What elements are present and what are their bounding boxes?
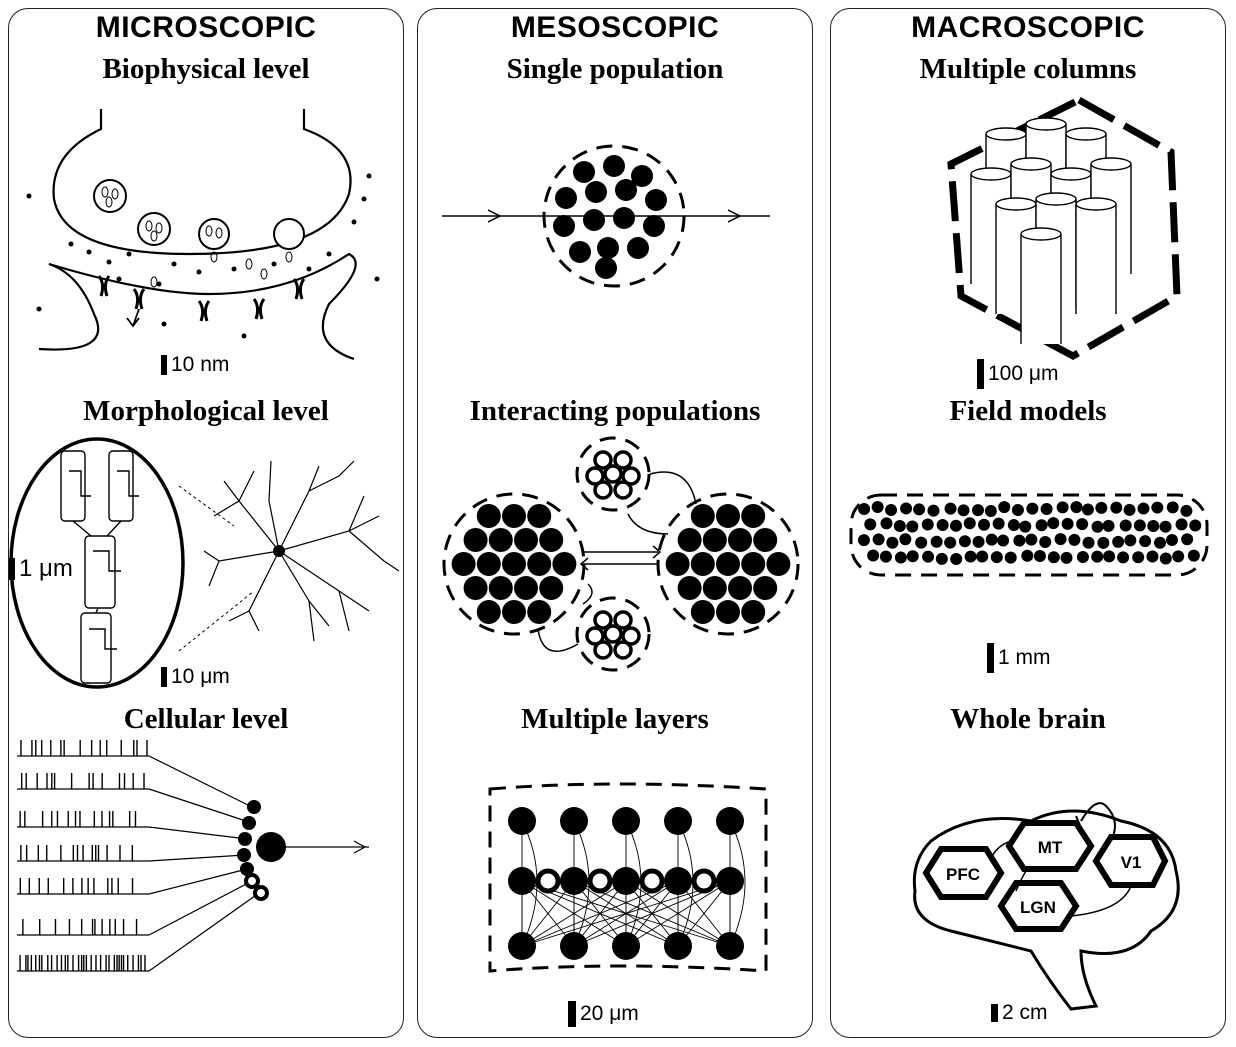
scale-bar-brain: 2 cm [991,1001,1048,1025]
panel-title-macroscopic: MACROSCOPIC [911,11,1145,44]
morphology-diagram [9,437,400,689]
region-label-mt: MT [1038,838,1063,857]
scale-bar-mark [977,359,984,389]
multiple-columns-diagram [947,96,1181,361]
panel-title-mesoscopic: MESOSCOPIC [510,11,720,44]
cellular-diagram [17,740,369,972]
interacting-populations-diagram [442,436,800,672]
scale-bar-mark [161,355,167,375]
whole-brain-diagram: PFC MT V1 LGN [912,802,1180,1011]
spike-trains [17,740,149,972]
panel-macroscopic: MACROSCOPIC Multiple columns 100 μm Fiel… [830,8,1226,1038]
region-label-lgn: LGN [1020,898,1056,917]
level-label-single-population: Single population [506,53,724,85]
scale-label-mesoscopic: 20 μm [580,1002,639,1025]
level-label-multiple-columns: Multiple columns [919,53,1137,85]
scale-bar-mark [9,558,15,580]
scale-bar-biophysical: 10 nm [161,353,229,377]
scale-label-inset: 1 μm [19,555,73,582]
multiple-layers-diagram [488,782,768,973]
region-label-v1: V1 [1121,853,1142,872]
region-lgn [997,880,1080,932]
scale-bar-mark [991,1004,998,1022]
region-label-pfc: PFC [946,865,980,884]
field-model-diagram [849,493,1209,577]
panel-title-microscopic: MICROSCOPIC [95,11,317,44]
level-label-field-models: Field models [949,395,1107,427]
scale-bar-mark [987,643,994,673]
synapse-diagram [26,109,380,361]
scale-label-columns: 100 μm [988,362,1059,385]
level-label-multiple-layers: Multiple layers [521,703,709,735]
panel-mesoscopic: MESOSCOPIC Single population Interacting… [417,8,813,1038]
scale-bar-field: 1 mm [987,643,1051,673]
region-mt [1005,820,1095,872]
scale-bar-inset: 1 μm [9,555,73,583]
single-population-diagram [442,144,770,288]
scale-bar-mesoscopic: 20 μm [568,1001,639,1027]
scale-bar-mark [161,667,167,687]
level-label-cellular: Cellular level [123,703,289,735]
scale-label-morphological: 10 μm [171,665,230,688]
region-v1 [1092,834,1169,888]
level-label-morphological: Morphological level [83,395,329,427]
region-pfc [922,846,1005,900]
level-label-interacting-populations: Interacting populations [469,395,761,427]
level-label-biophysical: Biophysical level [102,53,310,85]
scale-bar-columns: 100 μm [977,359,1058,389]
scale-bar-mark [568,1001,576,1027]
scale-bar-morphological: 10 μm [161,665,230,689]
scale-label-field: 1 mm [998,646,1051,669]
level-label-whole-brain: Whole brain [950,703,1106,735]
scale-label-biophysical: 10 nm [171,353,230,376]
scale-label-brain: 2 cm [1002,1001,1048,1024]
panel-microscopic: MICROSCOPIC Biophysical level [8,8,404,1038]
